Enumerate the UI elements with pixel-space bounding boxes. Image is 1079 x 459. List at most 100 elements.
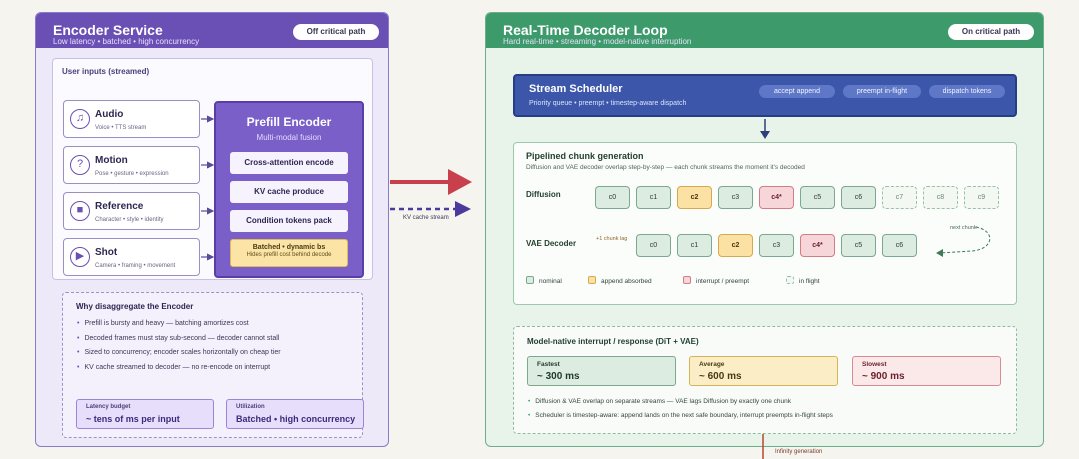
chip-accept-append: accept append (759, 85, 835, 98)
off-critical-path-badge: Off critical path (293, 24, 379, 40)
chunk-cell-c7: c7 (882, 186, 917, 209)
legend-label: in flight (799, 278, 820, 285)
legend-item: in flight (786, 276, 820, 285)
input-desc: Camera • framing • movement (95, 263, 176, 269)
scheduler-down-arrow (760, 119, 770, 139)
chip-preempt-in-flight: preempt in-flight (843, 85, 921, 98)
chunk-cell-c9: c9 (964, 186, 999, 209)
latency-value: ~ tens of ms per input (86, 414, 180, 424)
why-bullet: KV cache streamed to decoder — no re-enc… (77, 364, 281, 379)
scheduler-title: Stream Scheduler (529, 83, 623, 95)
scheduler-subtitle: Priority queue • preempt • timestep-awar… (529, 100, 687, 107)
batched-title: Batched • dynamic bs (252, 244, 326, 251)
input-desc: Pose • gesture • expression (95, 171, 169, 177)
infinity-generation-line (762, 434, 764, 459)
legend-label: append absorbed (601, 278, 652, 285)
next-chunk-label: next chunk (950, 225, 977, 231)
chunk-cell-c6: c6 (841, 186, 876, 209)
legend-label: nominal (539, 278, 562, 285)
pipeline-title: Pipelined chunk generation (526, 151, 644, 161)
interrupt-response-card: Model-native interrupt / response (DiT +… (513, 326, 1017, 434)
next-chunk-loop-arrow (936, 226, 991, 257)
tier-fastest: Fastest ~ 300 ms (527, 356, 676, 386)
prefill-subtitle: Multi-modal fusion (256, 133, 322, 142)
prefill-step-condition-tokens: Condition tokens pack (230, 210, 348, 232)
chunk-cell-c2: c2 (718, 234, 753, 257)
pipelined-chunk-generation: Pipelined chunk generation Diffusion and… (513, 142, 1017, 305)
utilization-value: Batched • high concurrency (236, 414, 356, 424)
stream-scheduler: Stream Scheduler Priority queue • preemp… (513, 74, 1017, 117)
input-shot: ▶ Shot Camera • framing • movement (63, 238, 200, 276)
tier-name: Fastest (537, 361, 560, 368)
decoder-title: Real-Time Decoder Loop (503, 22, 668, 38)
input-name: Shot (95, 247, 118, 258)
latency-label: Latency budget (86, 404, 131, 410)
prefill-encoder: Prefill Encoder Multi-modal fusion Cross… (214, 101, 364, 278)
encoder-header: Encoder Service Low latency • batched • … (36, 13, 388, 48)
input-desc: Character • style • identity (95, 217, 164, 223)
diffusion-row-label: Diffusion (526, 190, 561, 199)
input-name: Motion (95, 155, 128, 166)
chunk-cell-c1: c1 (636, 186, 671, 209)
tier-value: ~ 300 ms (537, 371, 580, 382)
chunk-cell-c5: c5 (841, 234, 876, 257)
input-reference: ■ Reference Character • style • identity (63, 192, 200, 230)
legend-item: append absorbed (588, 276, 652, 285)
chunk-cell-c1: c1 (677, 234, 712, 257)
why-bullets: Prefill is bursty and heavy — batching a… (77, 320, 281, 379)
why-title: Why disaggregate the Encoder (76, 302, 194, 311)
tier-value: ~ 600 ms (699, 371, 742, 382)
chunk-cell-c0: c0 (595, 186, 630, 209)
input-audio: ♫ Audio Voice • TTS stream (63, 100, 200, 138)
tier-value: ~ 900 ms (862, 371, 905, 382)
encoder-service-panel: Encoder Service Low latency • batched • … (35, 12, 389, 447)
shot-icon: ▶ (70, 247, 90, 267)
why-bullet: Sized to concurrency; encoder scales hor… (77, 349, 280, 364)
reference-icon: ■ (70, 201, 90, 221)
legend-item: nominal (526, 276, 562, 285)
chunk-cell-c8: c8 (923, 186, 958, 209)
tier-name: Average (699, 361, 725, 368)
why-disaggregate-card: Why disaggregate the Encoder Prefill is … (62, 292, 364, 438)
tier-average: Average ~ 600 ms (689, 356, 838, 386)
prefill-title: Prefill Encoder (246, 115, 332, 129)
chunk-cell-c3: c3 (718, 186, 753, 209)
input-name: Reference (95, 201, 144, 212)
chunk-lag-note: +1 chunk lag (596, 236, 628, 242)
prefill-step-cross-attention: Cross-attention encode (230, 152, 348, 174)
batched-note: Batched • dynamic bs Hides prefill cost … (230, 239, 348, 267)
chunk-cell-c0: c0 (636, 234, 671, 257)
legend-item: interrupt / preempt (683, 276, 749, 285)
interrupt-bullet: Diffusion & VAE overlap on separate stre… (528, 398, 833, 412)
kv-arrow-head (455, 201, 471, 217)
user-inputs-card: User inputs (streamed) ♫ Audio Voice • T… (52, 58, 373, 280)
audio-icon: ♫ (70, 109, 90, 129)
chunk-cell-c6: c6 (882, 234, 917, 257)
batched-subtitle: Hides prefill cost behind decode (246, 252, 332, 258)
encoder-decoder-arrows (390, 169, 472, 217)
latency-budget-box: Latency budget ~ tens of ms per input (76, 399, 214, 429)
legend-swatch (683, 276, 691, 284)
input-desc: Voice • TTS stream (95, 125, 147, 131)
infinity-generation-label: Infinity generation (775, 449, 823, 455)
user-inputs-label: User inputs (streamed) (62, 67, 150, 76)
decoder-loop-panel: Real-Time Decoder Loop Hard real-time • … (485, 12, 1044, 447)
chunk-cell-c3: c3 (759, 234, 794, 257)
tier-slowest: Slowest ~ 900 ms (852, 356, 1001, 386)
chunk-cell-c2: c2 (677, 186, 712, 209)
decoder-header: Real-Time Decoder Loop Hard real-time • … (486, 13, 1043, 48)
legend-swatch (526, 276, 534, 284)
interrupt-bullet: Scheduler is timestep-aware: append land… (528, 412, 833, 426)
interrupt-title: Model-native interrupt / response (DiT +… (527, 337, 699, 346)
chunk-cell-c5: c5 (800, 186, 835, 209)
kv-cache-stream-label: KV cache stream (403, 215, 449, 221)
encoder-title: Encoder Service (53, 22, 163, 38)
on-critical-path-badge: On critical path (948, 24, 1034, 40)
vae-row-label: VAE Decoder (526, 239, 577, 248)
interrupt-bullets: Diffusion & VAE overlap on separate stre… (528, 398, 833, 426)
input-name: Audio (95, 109, 124, 120)
chunk-cell-c4-interrupt: c4* (759, 186, 794, 209)
chip-dispatch-tokens: dispatch tokens (929, 85, 1005, 98)
legend-label: interrupt / preempt (696, 278, 750, 285)
pipeline-subtitle: Diffusion and VAE decoder overlap step-b… (526, 164, 805, 171)
